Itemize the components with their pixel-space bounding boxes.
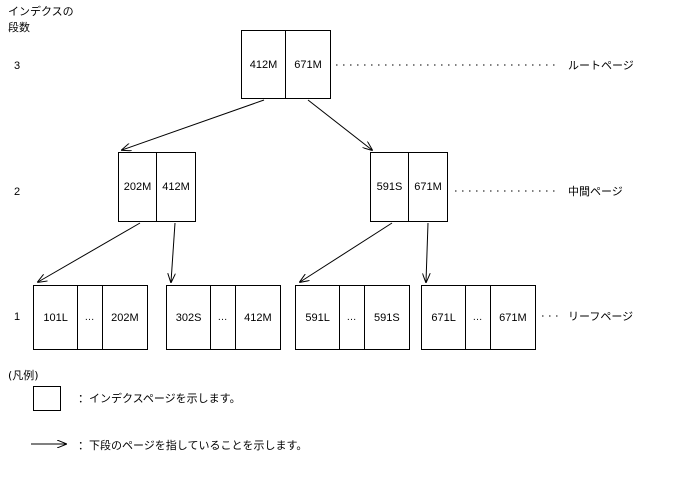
diagram-caption-line1: インデクスの	[8, 5, 74, 18]
arrow-intermediate-right-to-leaf-3	[300, 222, 393, 282]
level-number-1: 1	[13, 311, 21, 323]
level-number-2: 2	[13, 186, 21, 198]
arrow-intermediate-left-to-leaf-2	[171, 222, 175, 282]
legend-arrow-description: ：下段のページを指していることを示します。	[78, 439, 308, 452]
level-label-root: ルートページ	[568, 59, 634, 72]
legend-title: (凡例)	[8, 369, 39, 382]
leaf-1-cell-0[interactable]: 101L	[34, 286, 79, 349]
leaf-1-cell-2[interactable]: 202M	[111, 311, 139, 324]
leaf-2-cell-2[interactable]: 412M	[244, 311, 272, 324]
leaf-page-2[interactable]: 302S … 412M	[166, 285, 281, 350]
root-page-cell-1[interactable]: 671M	[294, 58, 322, 71]
leaf-page-3[interactable]: 591L … 591S	[295, 285, 410, 350]
leaf-2-cell-0[interactable]: 302S	[167, 286, 212, 349]
leaf-1-cell-ellipsis: …	[78, 286, 103, 349]
arrow-root-to-intermediate-left	[122, 99, 265, 150]
arrow-root-to-intermediate-right	[307, 99, 372, 150]
intermediate-left-cell-1[interactable]: 412M	[162, 181, 190, 193]
root-page-cell-0[interactable]: 412M	[242, 31, 287, 98]
leaf-page-4[interactable]: 671L … 671M	[421, 285, 536, 350]
leaf-3-cell-ellipsis: …	[340, 286, 365, 349]
intermediate-left-cell-0[interactable]: 202M	[119, 153, 158, 221]
leaf-2-cell-ellipsis: …	[211, 286, 236, 349]
intermediate-page-right[interactable]: 591S 671M	[370, 152, 448, 222]
leaf-page-1[interactable]: 101L … 202M	[33, 285, 148, 350]
leaf-3-cell-0[interactable]: 591L	[296, 286, 341, 349]
legend-box-symbol	[33, 386, 61, 411]
legend-box-description: ：インデクスページを示します。	[78, 392, 241, 405]
leaf-4-cell-0[interactable]: 671L	[422, 286, 467, 349]
root-page[interactable]: 412M 671M	[241, 30, 331, 99]
level-label-leaf: リーフページ	[568, 310, 634, 323]
arrow-intermediate-left-to-leaf-1	[38, 222, 141, 282]
leaf-4-cell-ellipsis: …	[466, 286, 491, 349]
diagram-caption-line2: 段数	[8, 21, 30, 34]
intermediate-right-cell-1[interactable]: 671M	[414, 181, 442, 193]
level-number-3: 3	[13, 60, 21, 72]
intermediate-right-cell-0[interactable]: 591S	[371, 153, 410, 221]
arrow-intermediate-right-to-leaf-4	[426, 222, 428, 282]
intermediate-page-left[interactable]: 202M 412M	[118, 152, 196, 222]
level-label-intermediate: 中間ページ	[568, 185, 623, 198]
leaf-4-cell-2[interactable]: 671M	[499, 311, 527, 324]
leaf-3-cell-2[interactable]: 591S	[374, 311, 400, 324]
